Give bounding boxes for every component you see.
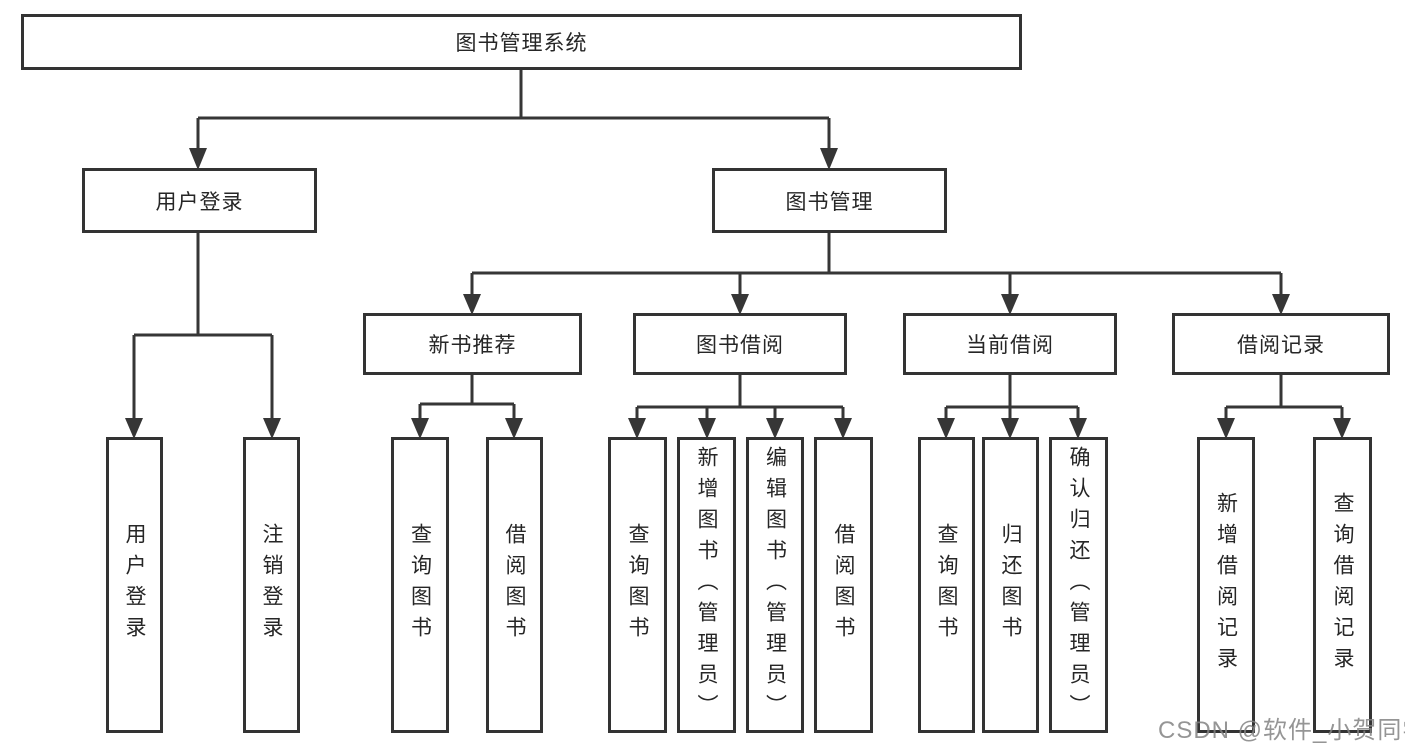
leaf-borrow-book-recommend: 借阅图书 (486, 437, 543, 733)
node-user-login: 用户登录 (82, 168, 317, 233)
leaf-label: 借阅图书 (832, 523, 856, 647)
leaf-label: 查询图书 (408, 523, 432, 647)
leaf-label: 新增图书（管理员） (695, 445, 719, 725)
leaf-query-book-recommend: 查询图书 (391, 437, 449, 733)
node-label: 借阅记录 (1237, 334, 1325, 357)
leaf-query-book-current: 查询图书 (918, 437, 975, 733)
node-label: 新书推荐 (428, 334, 517, 357)
leaf-borrow-book: 借阅图书 (814, 437, 873, 733)
leaf-query-book-borrow: 查询图书 (608, 437, 667, 733)
leaf-label: 编辑图书（管理员） (763, 445, 787, 725)
node-borrow-record: 借阅记录 (1172, 313, 1390, 375)
leaf-label: 归还图书 (999, 523, 1023, 647)
leaf-label: 确认归还（管理员） (1067, 445, 1091, 725)
leaf-edit-book-admin: 编辑图书（管理员） (746, 437, 804, 733)
leaf-label: 新增借阅记录 (1214, 492, 1238, 678)
csdn-watermark: CSDN @软件_小贺同学 (1158, 717, 1405, 744)
leaf-user-login: 用户登录 (106, 437, 163, 733)
node-label: 当前借阅 (966, 334, 1054, 357)
node-label: 图书管理系统 (455, 32, 588, 55)
node-label: 图书管理 (785, 190, 874, 214)
node-current-borrow: 当前借阅 (903, 313, 1117, 375)
node-library-system-root: 图书管理系统 (21, 14, 1022, 70)
leaf-label: 注销登录 (260, 523, 284, 647)
node-label: 图书借阅 (696, 334, 784, 357)
leaf-label: 查询图书 (626, 523, 650, 647)
leaf-query-borrow-record: 查询借阅记录 (1313, 437, 1372, 733)
leaf-label: 借阅图书 (503, 523, 527, 647)
node-book-management: 图书管理 (712, 168, 947, 233)
node-book-borrow: 图书借阅 (633, 313, 847, 375)
leaf-return-book: 归还图书 (982, 437, 1039, 733)
node-new-book-recommend: 新书推荐 (363, 313, 582, 375)
leaf-label: 查询借阅记录 (1331, 492, 1355, 678)
leaf-add-borrow-record: 新增借阅记录 (1197, 437, 1255, 733)
leaf-label: 用户登录 (123, 523, 147, 647)
node-label: 用户登录 (155, 190, 244, 214)
leaf-confirm-return-admin: 确认归还（管理员） (1049, 437, 1108, 733)
leaf-add-book-admin: 新增图书（管理员） (677, 437, 736, 733)
leaf-label: 查询图书 (935, 523, 959, 647)
leaf-logout: 注销登录 (243, 437, 300, 733)
